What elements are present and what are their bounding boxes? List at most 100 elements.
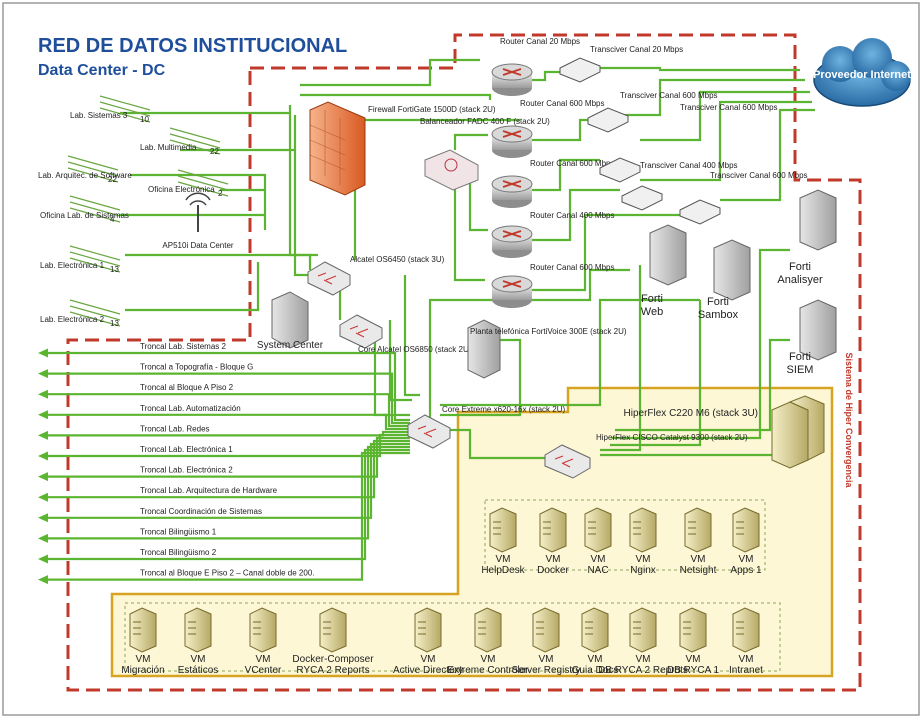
vm-slot-lines — [418, 621, 426, 635]
router-arrow-icon — [502, 68, 522, 76]
forti-label-line-1: Forti — [641, 293, 663, 305]
router-item: Router Canal 600 Mbps — [491, 263, 615, 308]
vm-server-icon — [319, 607, 347, 653]
router-label: Router Canal 20 Mbps — [500, 37, 580, 46]
server-icon — [649, 224, 687, 286]
vm-server-icon — [629, 607, 657, 653]
trunk-label: Troncal Bilingüismo 2 — [140, 548, 217, 557]
lab-name: Lab. Arquitec. de Software — [38, 171, 132, 180]
hyperflex-label: HiperFlex C220 M6 (stack 3U) — [624, 408, 758, 419]
trunk-line — [45, 436, 410, 478]
forti-label-line-1: Forti — [789, 261, 811, 273]
lab-link-lines — [177, 169, 229, 197]
lab-link-lines — [169, 127, 221, 155]
trunk-line — [45, 439, 410, 499]
server-icon — [713, 239, 751, 301]
lab-link-lines — [99, 95, 151, 123]
lab-count: 22 — [108, 175, 117, 184]
vm-slot-lines — [736, 621, 744, 635]
transceiver-item: Transciver Canal 600 Mbps — [599, 103, 778, 183]
router-arrow-icon — [502, 230, 522, 238]
forti-label-line-2: SIEM — [787, 364, 814, 376]
trunk-label: Troncal Lab. Electrónica 2 — [140, 466, 233, 475]
lab-name: Lab. Electrónica 1 — [40, 261, 105, 270]
hyperflex-switch-icon — [544, 444, 591, 479]
vm-server-icon — [414, 607, 442, 653]
lab-link-lines — [69, 195, 121, 223]
lab-count: 4 — [110, 215, 115, 224]
lab-item: Lab. Sistemas 3 10 — [70, 95, 151, 124]
vm-slot-lines — [253, 621, 261, 635]
trunk-line — [45, 393, 410, 428]
vm-server-icon — [489, 507, 517, 553]
vm-server-icon — [684, 507, 712, 553]
vm-server-icon — [629, 507, 657, 553]
vm-slot-lines — [633, 521, 641, 535]
trunk-line — [45, 445, 410, 540]
trunk-label: Troncal Lab. Redes — [140, 424, 210, 433]
transceiver-label: Transciver Canal 20 Mbps — [590, 45, 683, 54]
lab-count: 22 — [210, 147, 219, 156]
firewall-label: Firewall FortiGate 1500D (stack 2U) — [368, 105, 496, 114]
trunk-arrow-icon — [38, 451, 48, 461]
alcatel-switch-icon — [307, 261, 351, 296]
vm-group-1 — [484, 499, 766, 571]
lab-count: 10 — [140, 115, 149, 124]
lab-name: Lab. Sistemas 3 — [70, 111, 128, 120]
lab-item: Lab. Electrónica 1 13 — [40, 245, 121, 274]
planta-label: Planta telefónica FortiVoice 300E (stack… — [470, 327, 627, 336]
forti-label-line-1: Forti — [707, 296, 729, 308]
trunk-arrow-icon — [38, 369, 48, 379]
lab-count: 13 — [110, 319, 119, 328]
vm-slot-lines — [536, 621, 544, 635]
vm-item: VMVCenterVM VCenter — [245, 607, 282, 676]
vm-server-icon — [532, 607, 560, 653]
trunk-label: Troncal Lab. Electrónica 1 — [140, 445, 233, 454]
trunk-label: Troncal a Topografía - Bloque G — [140, 363, 253, 372]
trunk-line — [45, 430, 410, 437]
trunk-arrow-icon — [38, 492, 48, 502]
forti-label-line-2: Sambox — [698, 309, 739, 321]
trunk-line — [45, 451, 410, 581]
lab-count: 2 — [218, 189, 223, 198]
system-center-label: System Center — [257, 340, 324, 351]
trunk-line — [45, 442, 410, 519]
router-label: Router Canal 600 Mbps — [530, 159, 615, 168]
lab-count: 13 — [110, 265, 119, 274]
vm-server-icon — [474, 607, 502, 653]
vm-slot-lines — [133, 621, 141, 635]
transceiver-label: Transciver Canal 600 Mbps — [680, 103, 778, 112]
trunk-arrow-icon — [38, 348, 48, 358]
balancer-label: Balanceador FADC 400 F (stack 2U) — [420, 117, 550, 126]
